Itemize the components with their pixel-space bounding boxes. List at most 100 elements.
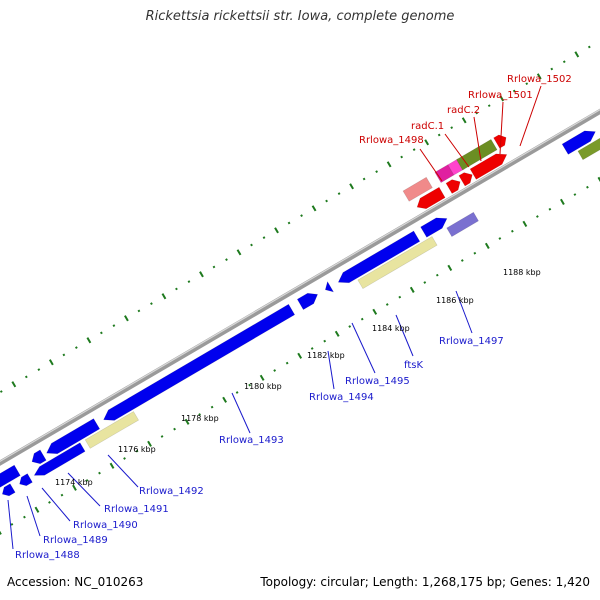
inner-minor-tick: [85, 479, 89, 482]
gene-label-rrlowa-1489: Rrlowa_1489: [43, 535, 108, 546]
outer-major-tick: [161, 293, 167, 300]
inner-minor-tick: [498, 237, 502, 240]
leader-reverse-8: [395, 314, 414, 357]
inner-minor-tick: [586, 185, 589, 189]
gene-label-rrlowa-1488: Rrlowa_1488: [15, 550, 80, 561]
gene-label-radc-2: radC.2: [447, 105, 480, 116]
gene-box-rrlowa-1497: [446, 211, 479, 238]
scale-label-1: 1176 kbp: [118, 445, 156, 454]
scale-label-6: 1186 kbp: [436, 296, 474, 305]
inner-major-tick: [372, 308, 378, 315]
leader-reverse-0: [7, 499, 14, 550]
outer-minor-tick: [450, 126, 454, 130]
outer-minor-tick: [75, 346, 78, 349]
outer-minor-tick: [24, 375, 28, 379]
gene-arrow-red-b: [445, 179, 461, 194]
outer-minor-tick: [375, 170, 378, 174]
gene-label-ftsk: ftsK: [404, 360, 423, 371]
genome-summary: Topology: circular; Length: 1,268,175 bp…: [260, 575, 590, 589]
inner-minor-tick: [198, 413, 201, 416]
gene-arrow-red-c: [458, 172, 473, 187]
inner-minor-tick: [23, 515, 26, 519]
label-leaders: [7, 85, 542, 550]
outer-minor-tick: [475, 111, 479, 115]
outer-minor-tick: [250, 243, 253, 247]
outer-major-tick: [574, 51, 580, 58]
leader-reverse-3: [67, 472, 101, 507]
gene-label-rrlowa-1492: Rrlowa_1492: [139, 486, 204, 497]
inner-minor-tick: [60, 493, 64, 497]
scale-label-2: 1178 kbp: [181, 414, 219, 423]
gene-label-rrlowa-1498: Rrlowa_1498: [359, 135, 424, 146]
leader-reverse-2: [41, 487, 71, 522]
leader-forward-4: [519, 85, 542, 147]
outer-minor-tick: [37, 368, 41, 371]
inner-minor-tick: [160, 435, 164, 438]
inner-major-tick: [0, 530, 2, 535]
gene-label-rrlowa-1490: Rrlowa_1490: [73, 520, 138, 531]
gene-arrow-cds-far-right: [561, 130, 596, 155]
outer-major-tick: [499, 95, 505, 102]
gene-box-pseudo-1495: [357, 236, 438, 290]
inner-minor-tick: [460, 259, 464, 262]
gene-label-rrlowa-1494: Rrlowa_1494: [309, 392, 374, 403]
gene-arrow-red-d: [469, 153, 508, 180]
inner-major-tick: [560, 198, 565, 205]
gene-label-rrlowa-1493: Rrlowa_1493: [219, 435, 284, 446]
outer-minor-tick: [137, 309, 141, 313]
gene-arrow-cds-right: [420, 217, 448, 238]
leader-reverse-9: [455, 290, 473, 334]
outer-major-tick: [236, 249, 242, 256]
inner-minor-tick: [210, 405, 214, 409]
leader-reverse-5: [231, 392, 251, 434]
gene-arrow-red-a: [416, 186, 446, 210]
backbone: [0, 108, 600, 466]
gene-arrow-rrlowa-1489: [0, 464, 21, 488]
inner-minor-tick: [323, 339, 327, 343]
inner-major-tick: [522, 220, 528, 227]
leader-forward-2: [473, 116, 482, 162]
gene-label-radc-1: radC.1: [411, 121, 444, 132]
leader-reverse-6: [327, 350, 335, 390]
leader-reverse-7: [351, 322, 376, 374]
backbone-line: [0, 108, 600, 466]
gene-box-rrlowa-1492: [84, 411, 140, 449]
inner-major-tick: [409, 286, 415, 293]
inner-minor-tick: [548, 207, 552, 211]
gene-label-rrlowa-1495: Rrlowa_1495: [345, 376, 410, 387]
scale-label-3: 1180 kbp: [244, 382, 282, 391]
inner-minor-tick: [285, 361, 289, 365]
gene-label-rrlowa-1502: Rrlowa_1502: [507, 74, 572, 85]
outer-minor-tick: [175, 287, 178, 291]
outer-major-tick: [48, 359, 54, 366]
gene-label-rrlowa-1501: Rrlowa_1501: [468, 90, 533, 101]
outer-major-tick: [349, 183, 354, 190]
outer-minor-tick: [225, 258, 228, 261]
gene-arrow-rrlowa-1491: [46, 418, 101, 455]
inner-minor-tick: [573, 193, 577, 196]
inner-minor-tick: [435, 273, 439, 277]
gene-arrow-rrlowa-1502: [493, 134, 507, 149]
inner-major-tick: [72, 484, 77, 491]
gene-label-rrlowa-1497: Rrlowa_1497: [439, 336, 504, 347]
inner-minor-tick: [348, 325, 352, 328]
gene-arrow-ftsk: [337, 230, 421, 284]
outer-major-tick: [11, 381, 17, 388]
inner-minor-tick: [310, 347, 314, 350]
inner-major-tick: [334, 330, 340, 337]
outer-minor-tick: [587, 45, 591, 49]
gene-arrow-small-b: [19, 473, 33, 487]
outer-tick-ring: [0, 45, 591, 393]
inner-minor-tick: [273, 369, 277, 372]
gene-label-rrlowa-1491: Rrlowa_1491: [104, 504, 169, 515]
outer-minor-tick: [337, 192, 341, 196]
inner-minor-tick: [48, 501, 51, 504]
scale-label-7: 1188 kbp: [503, 268, 541, 277]
outer-major-tick: [461, 117, 467, 124]
outer-minor-tick: [112, 324, 116, 327]
scale-label-0: 1174 kbp: [55, 478, 93, 487]
outer-minor-tick: [212, 265, 216, 269]
outer-minor-tick: [262, 236, 266, 239]
inner-minor-tick: [10, 523, 14, 526]
gene-features: [0, 130, 600, 497]
